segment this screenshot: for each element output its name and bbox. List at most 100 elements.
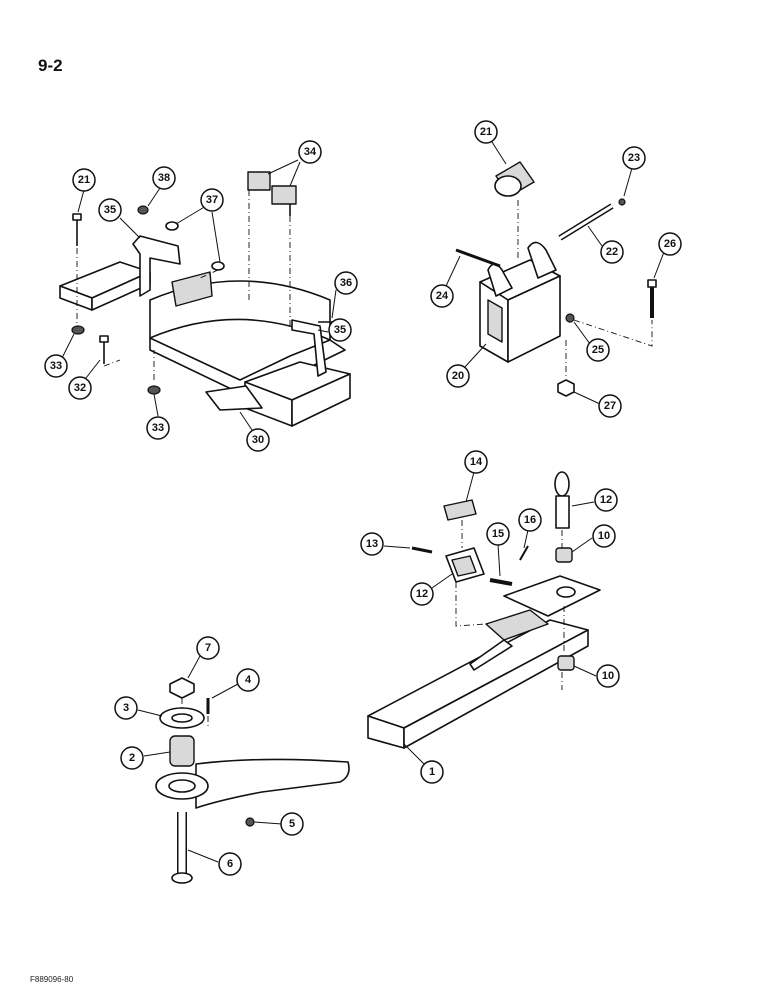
cover-plate-14 — [443, 499, 477, 521]
svg-text:33: 33 — [152, 422, 164, 434]
bracket-right — [291, 319, 327, 377]
callout-21: 21 — [474, 120, 498, 144]
clip-23 — [618, 198, 626, 206]
callout-1: 1 — [420, 760, 444, 784]
callout-27: 27 — [598, 394, 622, 418]
support-frame-assembly — [59, 171, 351, 427]
callout-12: 12 — [410, 582, 434, 606]
swivel-arm — [195, 758, 350, 809]
svg-text:12: 12 — [416, 588, 428, 600]
gusset — [469, 639, 513, 671]
svg-text:10: 10 — [602, 670, 614, 682]
callout-34: 34 — [298, 140, 322, 164]
svg-text:3: 3 — [123, 702, 129, 714]
svg-text:13: 13 — [366, 538, 378, 550]
callout-35-right: 35 — [328, 318, 352, 342]
callout-37: 37 — [200, 188, 224, 212]
svg-text:20: 20 — [452, 370, 464, 382]
pin-15 — [489, 578, 513, 586]
callouts: 21 38 37 35 34 36 35 33 32 33 30 21 — [44, 120, 682, 876]
callout-20: 20 — [446, 364, 470, 388]
box-opening — [487, 299, 503, 343]
svg-text:16: 16 — [524, 514, 536, 526]
nut-38 — [137, 205, 149, 215]
bearing-2 — [169, 735, 195, 767]
callout-24: 24 — [430, 284, 454, 308]
nut-5 — [245, 817, 255, 827]
callout-33-bottom: 33 — [146, 416, 170, 440]
ear-right — [527, 241, 557, 279]
callout-31: 21 — [72, 168, 96, 192]
callout-10-upper: 10 — [592, 524, 616, 548]
svg-text:23: 23 — [628, 152, 640, 164]
nut-7 — [169, 677, 195, 699]
svg-text:10: 10 — [598, 530, 610, 542]
svg-text:35: 35 — [104, 204, 116, 216]
drawbar-end-plate — [503, 575, 601, 617]
svg-text:14: 14 — [470, 456, 483, 468]
svg-text:30: 30 — [252, 434, 264, 446]
callout-25: 25 — [586, 338, 610, 362]
svg-text:36: 36 — [340, 277, 352, 289]
svg-text:6: 6 — [227, 858, 233, 870]
spacer-block-b — [271, 185, 297, 205]
svg-text:38: 38 — [158, 172, 170, 184]
hitch-swivel-assembly — [455, 161, 657, 397]
nut-27 — [557, 379, 575, 397]
callout-16: 16 — [518, 508, 542, 532]
svg-text:21: 21 — [78, 174, 90, 186]
washer-37-upper — [165, 221, 179, 231]
tongue-plate — [205, 385, 263, 411]
svg-text:21: 21 — [480, 126, 492, 138]
callout-26: 26 — [658, 232, 682, 256]
svg-text:27: 27 — [604, 400, 616, 412]
bracket-left — [132, 235, 181, 297]
bolt-6-head — [171, 872, 193, 884]
callout-35-left: 35 — [98, 198, 122, 222]
callout-14: 14 — [464, 450, 488, 474]
callout-15: 15 — [486, 522, 510, 546]
callout-10-lower: 10 — [596, 664, 620, 688]
bolt-24 — [455, 248, 501, 268]
svg-text:37: 37 — [206, 194, 218, 206]
nut-25 — [565, 313, 575, 323]
svg-text:2: 2 — [129, 752, 135, 764]
svg-text:1: 1 — [429, 766, 435, 778]
nut-33-left — [71, 325, 85, 335]
spacer-block-a — [247, 171, 271, 191]
callout-3: 3 — [114, 696, 138, 720]
bushing-10-lower — [557, 655, 575, 671]
callout-32: 32 — [68, 376, 92, 400]
svg-text:7: 7 — [205, 642, 211, 654]
bushing-10-upper — [555, 547, 573, 563]
svg-text:24: 24 — [436, 290, 449, 302]
svg-text:32: 32 — [74, 382, 86, 394]
clip-16 — [519, 545, 529, 561]
callout-36: 36 — [334, 271, 358, 295]
figure-code: F889096-80 — [30, 975, 74, 984]
drawbar-assembly — [367, 471, 601, 749]
beam-upright — [171, 271, 213, 307]
svg-text:35: 35 — [334, 324, 346, 336]
nut-33-bottom — [147, 385, 161, 395]
callout-33-left: 33 — [44, 354, 68, 378]
svg-text:15: 15 — [492, 528, 504, 540]
svg-text:22: 22 — [606, 246, 618, 258]
callout-7: 7 — [196, 636, 220, 660]
drawbar-top — [367, 619, 589, 729]
callout-2: 2 — [120, 746, 144, 770]
svg-text:25: 25 — [592, 344, 604, 356]
callout-4: 4 — [236, 668, 260, 692]
callout-30: 30 — [246, 428, 270, 452]
svg-text:26: 26 — [664, 238, 676, 250]
callout-13: 13 — [360, 532, 384, 556]
svg-text:12: 12 — [600, 494, 612, 506]
pin-11 — [555, 495, 570, 529]
callout-38: 38 — [152, 166, 176, 190]
page-number: 9-2 — [38, 56, 63, 75]
callout-11: 12 — [594, 488, 618, 512]
callout-5: 5 — [280, 812, 304, 836]
pin-ring — [554, 471, 570, 497]
svg-text:5: 5 — [289, 818, 295, 830]
